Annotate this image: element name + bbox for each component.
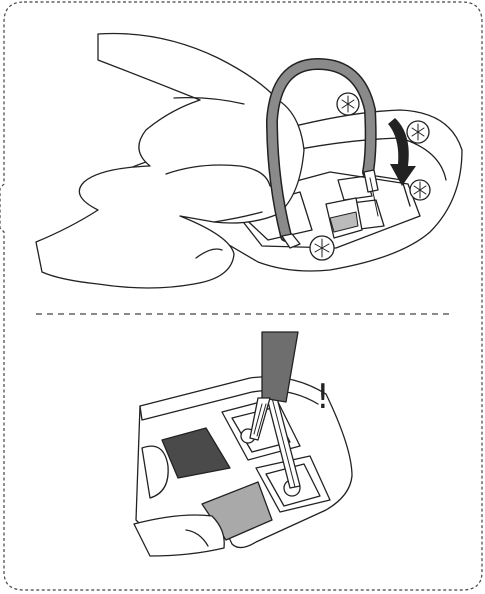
caution-mark: !	[316, 377, 330, 417]
screw-icon	[310, 236, 334, 260]
bottom-panel	[134, 332, 352, 556]
hand-detail	[134, 515, 224, 556]
screw-icon	[410, 180, 430, 200]
screw-icon	[407, 121, 429, 143]
top-panel	[36, 34, 462, 289]
screw-icon	[337, 93, 359, 115]
